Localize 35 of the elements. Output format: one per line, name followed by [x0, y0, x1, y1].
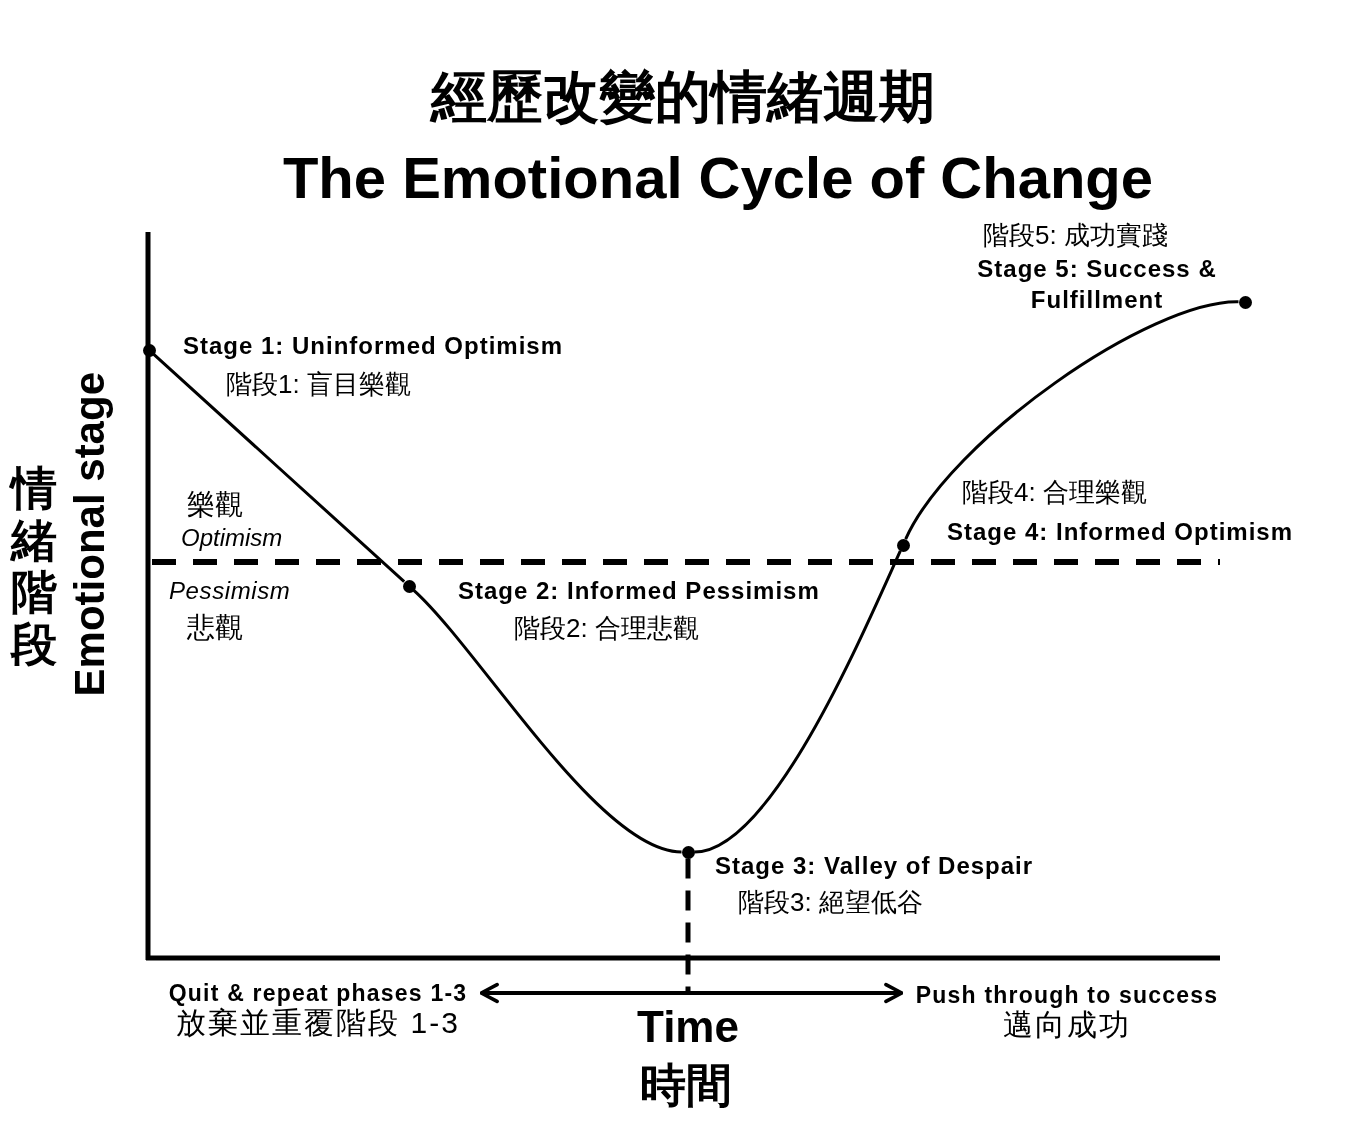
axis-title: Time	[637, 1001, 739, 1053]
dot-icon	[142, 343, 156, 357]
dot-icon	[402, 579, 416, 593]
subtitle: The Emotional Cycle of Change	[282, 144, 1154, 212]
dot-icon	[1238, 295, 1252, 309]
stage-label: Stage 4: Informed Optimism	[947, 518, 1294, 546]
dot-icon	[681, 845, 695, 859]
stage-label: Stage 1: Uninformed Optimism	[183, 332, 564, 360]
axis-title: 情緒階段	[10, 462, 58, 670]
region-label: 悲觀	[187, 611, 243, 645]
region-label: Pessimism	[169, 577, 291, 605]
stage-label: Stage 2: Informed Pessimism	[458, 577, 820, 605]
curve-line	[412, 589, 682, 854]
axis-title: Emotional stage	[66, 372, 114, 697]
double-arrow	[479, 982, 904, 1004]
region-label: 樂觀	[187, 488, 243, 522]
stage-label: 階段3: 絕望低谷	[738, 888, 923, 918]
stage-label: 階段5: 成功實踐	[983, 221, 1168, 251]
outcome-label: Quit & repeat phases 1-3	[168, 980, 468, 1007]
outcome-label: Push through to success	[915, 982, 1219, 1009]
curve-line	[904, 300, 1239, 540]
stage-label: 階段2: 合理悲觀	[514, 614, 699, 644]
stage-label: 階段4: 合理樂觀	[962, 478, 1147, 508]
stage-label: Stage 3: Valley of Despair	[715, 852, 1034, 880]
stage-label: Stage 5: Success & Fulfillment	[976, 254, 1218, 315]
outcome-label: 放棄並重覆階段 1-3	[175, 1006, 461, 1041]
curve-line	[694, 550, 902, 854]
stage-label: 階段1: 盲目樂觀	[226, 370, 411, 400]
axis-title: 時間	[640, 1058, 732, 1112]
dot-icon	[896, 538, 910, 552]
outcome-label: 邁向成功	[1002, 1008, 1132, 1043]
curve-line	[152, 353, 406, 583]
title: 經歷改變的情緒週期	[431, 64, 935, 130]
region-label: Optimism	[181, 524, 283, 552]
dashed-line	[685, 858, 691, 993]
